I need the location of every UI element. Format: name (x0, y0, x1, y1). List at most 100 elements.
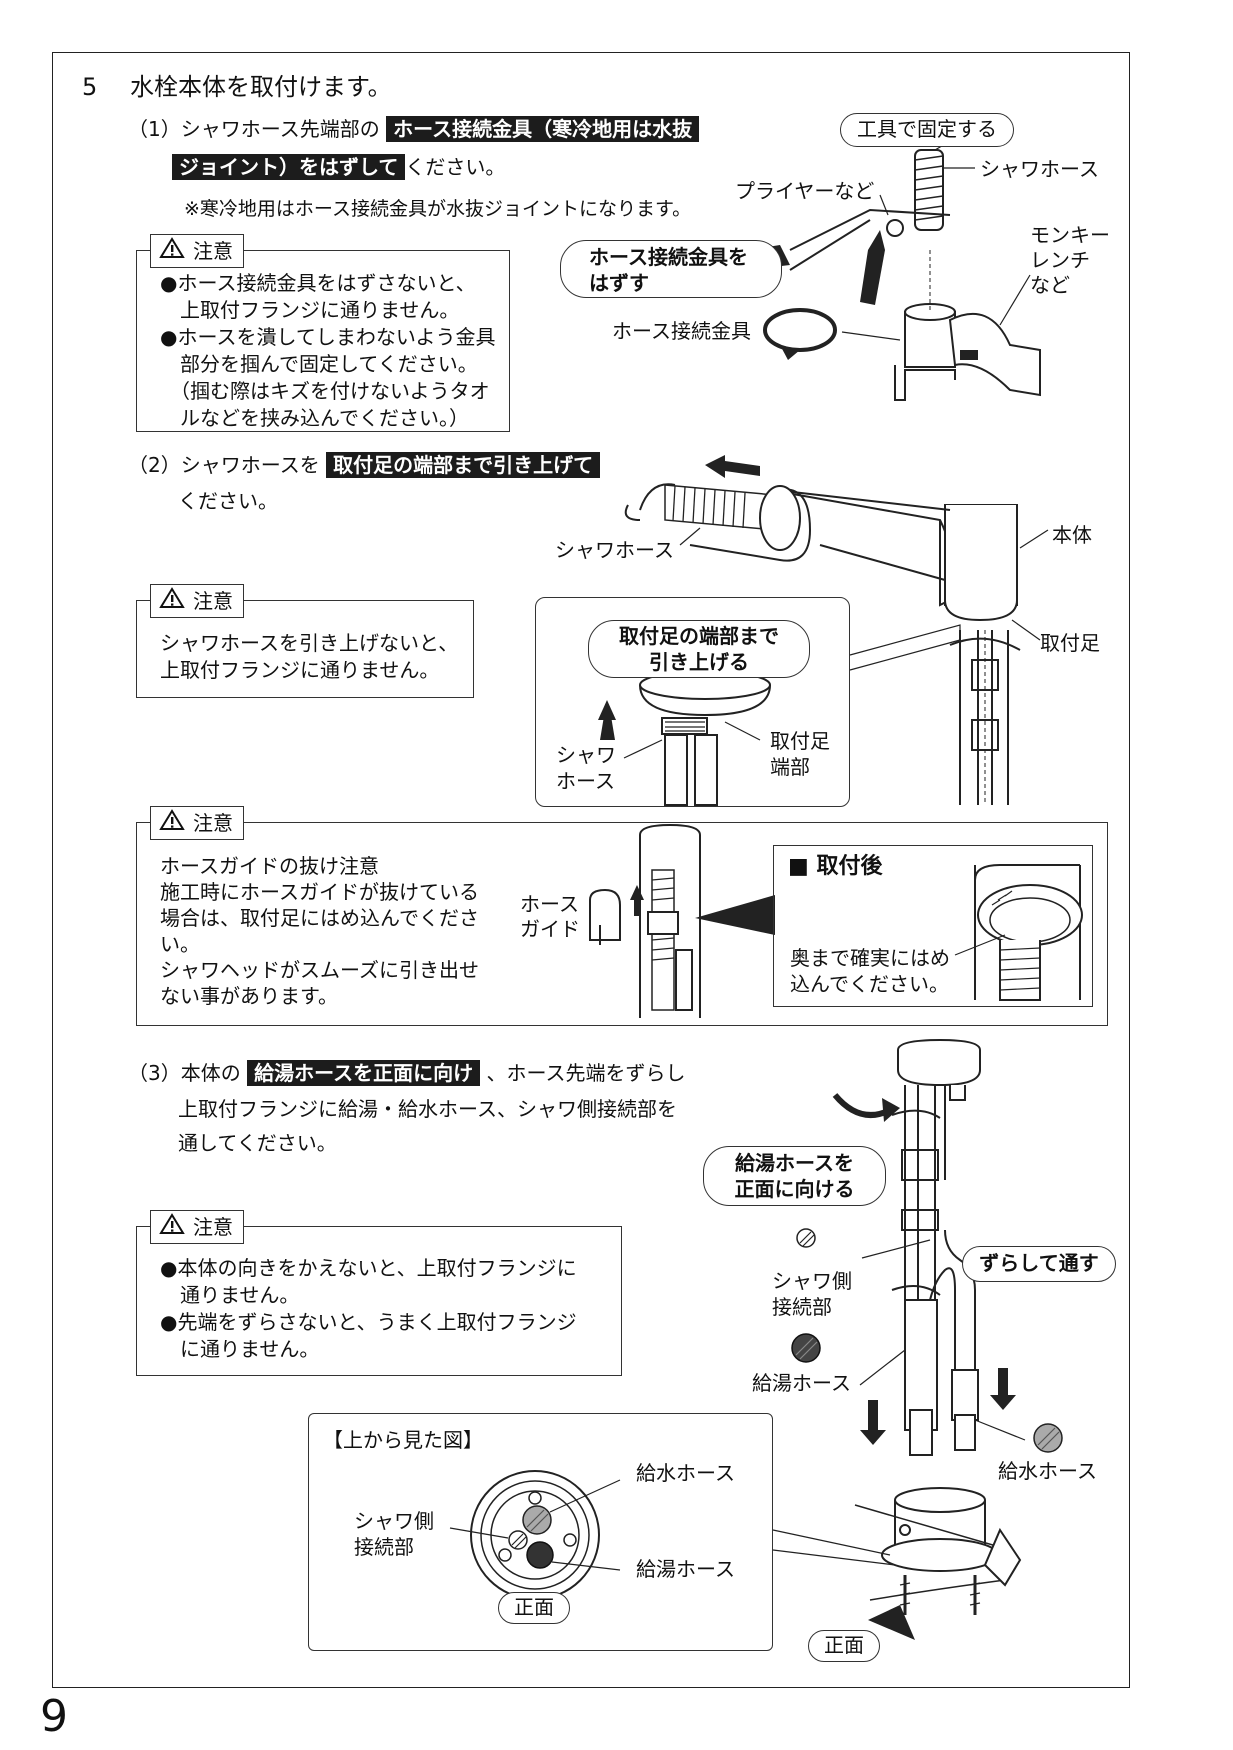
after-install-title: ■ 取付後 (788, 854, 883, 879)
pill-line: 引き上げる (649, 650, 749, 674)
label-cold-hose: 給水ホース (998, 1459, 1097, 1483)
sub1-highlight-b: ジョイント）をはずして (172, 154, 406, 180)
label-line: シャワ側 (354, 1509, 434, 1533)
warning-icon (159, 237, 185, 265)
caution-line: い。 (160, 932, 200, 956)
sub2-instruction: （2）シャワホースを 取付足の端部まで引き上げて (128, 452, 601, 479)
caution-box-3 (136, 1226, 622, 1376)
pill-front-2: 正面 (498, 1592, 570, 1624)
caution-line: （掴む際はキズを付けないようタオ (160, 379, 490, 403)
warning-icon (159, 1213, 185, 1241)
label-line: レンチ (1030, 248, 1090, 272)
sub2-number: （2） (128, 453, 181, 477)
after-install-text: 奥まで確実にはめ 込んでください。 (790, 945, 950, 997)
after-install-box (773, 845, 1093, 1007)
sub1-highlight-a: ホース接続金具（寒冷地用は水抜 (386, 116, 700, 142)
pill-line: はずす (589, 271, 649, 295)
caution-box-guide (136, 822, 1108, 1026)
step-number: 5 (82, 73, 98, 101)
label-line: 取付足 (770, 729, 830, 753)
caution-tag-1: 注意 (150, 234, 244, 268)
detail-box-2 (535, 597, 850, 807)
sub3-pre: 本体の (180, 1061, 241, 1085)
label-shower-hose-1: シャワホース (980, 157, 1099, 181)
sub3-line3: 通してください。 (178, 1131, 337, 1155)
caution-line: に通りません。 (160, 1337, 320, 1361)
label-monkey-wrench: モンキー レンチ など (1030, 223, 1110, 298)
sub1-pre: シャワホース先端部の (180, 117, 380, 141)
pill-line: 取付足の端部まで (619, 624, 779, 648)
caution-box-1 (136, 250, 510, 432)
sub3-instruction: （3）本体の 給湯ホースを正面に向け 、ホース先端をずらし (128, 1060, 685, 1087)
caution-line: シャワホースを引き上げないと、 (160, 631, 459, 655)
label-line: 接続部 (354, 1535, 414, 1559)
sub1-note: ※寒冷地用はホース接続金具が水抜ジョイントになります。 (184, 198, 692, 220)
label-hose-fitting: ホース接続金具 (612, 319, 751, 343)
caution-title-3: 注意 (193, 1215, 233, 1239)
caution-line: ホースガイドの抜け注意 (160, 854, 379, 878)
caution-text-1: ●ホース接続金具をはずさないと、 上取付フランジに通りません。 ●ホースを潰して… (160, 270, 495, 432)
caution-line: 施工時にホースガイドが抜けている (160, 880, 479, 904)
label-mounting-leg: 取付足 (1040, 631, 1100, 655)
sub3-post: 、ホース先端をずらし (486, 1061, 686, 1085)
caution-line: ルなどを挟み込んでください。） (160, 406, 469, 430)
label-line: 接続部 (772, 1295, 832, 1319)
pill-line: 正面に向ける (734, 1177, 855, 1201)
pill-pull-up: 取付足の端部まで 引き上げる (588, 620, 810, 678)
caution-title-1: 注意 (193, 239, 233, 263)
label-hot-hose: 給湯ホース (752, 1371, 851, 1395)
topview-label-shower-side: シャワ側 接続部 (354, 1508, 434, 1560)
caution-line: ●ホース接続金具をはずさないと、 (160, 271, 476, 295)
caution-line: ●先端をずらさないと、うまく上取付フランジ (160, 1310, 577, 1334)
caution-title-guide: 注意 (193, 811, 233, 835)
topview-label-hot-hose: 給湯ホース (636, 1557, 735, 1581)
label-hose-guide: ホース ガイド (520, 892, 580, 942)
caution-tag-guide: 注意 (150, 806, 244, 840)
page-number: 9 (40, 1691, 68, 1742)
top-view-box (308, 1413, 773, 1651)
step-title: 水栓本体を取付けます。 (130, 73, 392, 101)
label-line: ガイド (520, 917, 580, 941)
top-view-title: 【上から見た図】 (323, 1428, 483, 1452)
label-line: モンキー (1030, 223, 1110, 247)
caution-line: 場合は、取付足にはめ込んでくださ (160, 906, 479, 930)
pill-face-front: 給湯ホースを 正面に向ける (703, 1146, 886, 1206)
sub2-highlight: 取付足の端部まで引き上げて (326, 452, 601, 478)
caution-line: シャワヘッドがスムーズに引き出せ (160, 958, 479, 982)
caution-line: ●ホースを潰してしまわないよう金具 (160, 325, 496, 349)
caution-box-2 (136, 600, 474, 698)
caution-line: ●本体の向きをかえないと、上取付フランジに (160, 1256, 577, 1280)
label-shower-hose-3: シャワ ホース (556, 742, 616, 794)
caution-line: 通りません。 (160, 1283, 300, 1307)
label-line: ホース (520, 892, 579, 916)
caution-text-guide: ホースガイドの抜け注意 施工時にホースガイドが抜けている 場合は、取付足にはめ込… (160, 853, 479, 1009)
topview-label-cold-hose: 給水ホース (636, 1461, 735, 1485)
label-shower-hose-2: シャワホース (555, 538, 674, 562)
label-line: など (1030, 273, 1070, 297)
pill-line: ホース接続金具を (589, 245, 748, 269)
sub1-instruction-2: ジョイント）をはずしてください。 (172, 154, 505, 181)
label-line: シャワ (556, 743, 616, 767)
pill-remove-fitting: ホース接続金具を はずす (560, 240, 782, 298)
sub2-post: ください。 (178, 489, 278, 513)
caution-text-2: シャワホースを引き上げないと、 上取付フランジに通りません。 (160, 630, 458, 684)
pill-front-1: 正面 (808, 1630, 880, 1662)
label-line: シャワ側 (772, 1269, 852, 1293)
pill-shift: ずらして通す (962, 1246, 1116, 1282)
sub2-pre: シャワホースを (180, 453, 320, 477)
sub1-post: ください。 (405, 155, 506, 179)
caution-line: ない事があります。 (160, 984, 338, 1008)
caution-tag-3: 注意 (150, 1210, 244, 1244)
label-body: 本体 (1052, 523, 1092, 547)
label-line: 奥まで確実にはめ (790, 946, 950, 970)
warning-icon (159, 587, 185, 615)
caution-text-3: ●本体の向きをかえないと、上取付フランジに 通りません。 ●先端をずらさないと、… (160, 1255, 577, 1363)
label-leg-end: 取付足 端部 (770, 728, 830, 780)
caution-tag-2: 注意 (150, 584, 244, 618)
sub3-line2: 上取付フランジに給湯・給水ホース、シャワ側接続部を (178, 1097, 677, 1121)
warning-icon (159, 809, 185, 837)
caution-title-2: 注意 (193, 589, 233, 613)
sub1-instruction: （1）シャワホース先端部の ホース接続金具（寒冷地用は水抜 (128, 116, 700, 143)
caution-line: 上取付フランジに通りません。 (160, 298, 460, 322)
pill-fix-with-tool: 工具で固定する (840, 113, 1014, 147)
